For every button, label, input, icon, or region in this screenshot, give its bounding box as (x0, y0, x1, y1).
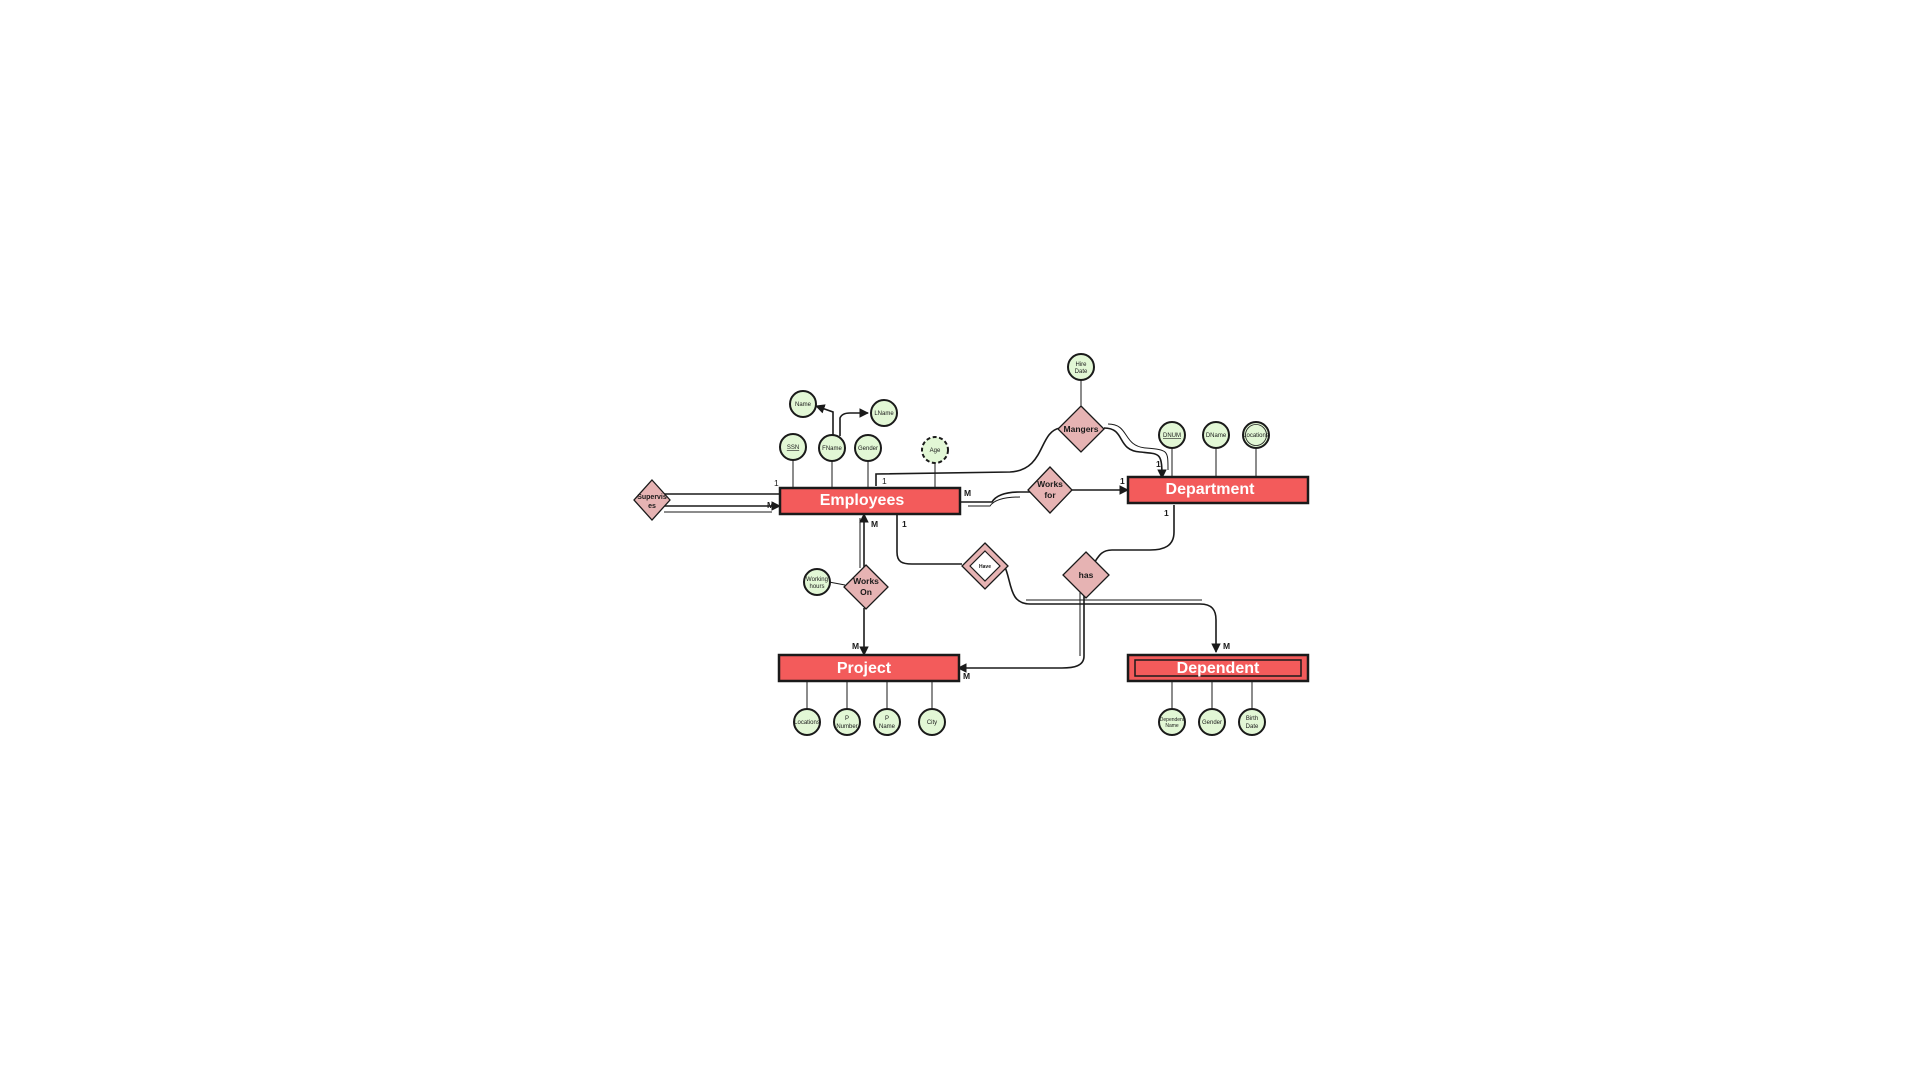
rel-mangers[interactable]: Mangers (1057, 405, 1105, 453)
attr-ssn: SSN (779, 433, 807, 461)
rel-works-on[interactable]: Works On (843, 564, 889, 610)
card-works-on-proj: M (852, 641, 859, 651)
card-mangers-emp: 1 (882, 476, 887, 486)
card-has-dept: 1 (1164, 508, 1169, 518)
svg-text:Gender: Gender (1202, 720, 1222, 726)
attr-dependent-name: Dependent Name (1158, 708, 1186, 736)
entity-employees[interactable]: Employees (778, 486, 962, 516)
attr-birth-date: Birth Date (1238, 708, 1266, 736)
rel-works-on-label-1: Works (853, 576, 879, 586)
card-mangers-dept: 1 (1156, 459, 1161, 469)
rel-supervises-label-1: Supervis (637, 494, 667, 501)
svg-text:Birth: Birth (1246, 716, 1258, 722)
attr-name: Name (789, 390, 817, 418)
mangers-dept-connector (1103, 427, 1167, 479)
attr-dname: DName (1202, 421, 1230, 449)
card-works-for-dept: 1 (1120, 476, 1125, 486)
attr-working-hours: Working hours (803, 568, 831, 596)
svg-text:FName: FName (822, 446, 842, 452)
rel-mangers-label: Mangers (1064, 424, 1099, 434)
svg-text:Working: Working (806, 577, 828, 583)
svg-text:hours: hours (809, 584, 824, 590)
have-emp-connector (896, 514, 962, 565)
svg-text:Locations: Locations (794, 720, 820, 726)
works-for-double-line (968, 496, 1021, 507)
has-proj-connector (957, 590, 1085, 673)
svg-text:Hire: Hire (1075, 362, 1087, 368)
svg-text:Name: Name (795, 402, 812, 408)
rel-works-on-label-2: On (860, 587, 872, 597)
svg-text:Locations: Locations (1243, 433, 1269, 439)
mangers-emp-connector (875, 427, 1062, 486)
attr-fname: FName (818, 434, 846, 462)
attr-p-name: P Name (873, 708, 901, 736)
have-dependent-connector (1003, 564, 1221, 653)
rel-has-label: has (1079, 570, 1094, 580)
attribute-stems (792, 379, 1257, 710)
entity-dependent-label: Dependent (1177, 660, 1260, 677)
attr-dept-locations: Locations (1242, 421, 1270, 449)
connectors (664, 423, 1221, 673)
rel-works-for-label-1: Works (1037, 479, 1063, 489)
svg-text:Name: Name (879, 724, 896, 730)
svg-text:Date: Date (1246, 724, 1259, 730)
attr-project-locations: Locations (793, 708, 821, 736)
attr-hire-date: Hire Date (1067, 353, 1095, 381)
svg-text:Dependent: Dependent (1160, 717, 1185, 723)
rel-works-for[interactable]: Works for (1027, 466, 1073, 514)
card-works-on-emp: M (871, 519, 878, 529)
svg-text:DName: DName (1206, 433, 1227, 439)
supervises-top-connector (664, 493, 783, 506)
rel-have-label: Have (979, 564, 991, 570)
cardinalities: 1 M 1 1 M 1 M M 1 M 1 M (767, 459, 1230, 681)
rel-has[interactable]: has (1062, 551, 1110, 599)
svg-text:Date: Date (1075, 369, 1088, 375)
attr-gender-employee: Gender (854, 434, 882, 462)
svg-text:SSN: SSN (787, 445, 799, 451)
svg-text:Number: Number (836, 724, 857, 730)
rel-works-for-label-2: for (1044, 490, 1056, 500)
attr-p-number: P Number (833, 708, 861, 736)
svg-text:Age: Age (930, 448, 941, 454)
card-supervises-many: M (767, 500, 774, 510)
card-dependent-many: M (1223, 641, 1230, 651)
has-dept-connector (1091, 505, 1175, 567)
entity-employees-label: Employees (820, 492, 905, 509)
entity-project[interactable]: Project (777, 653, 961, 683)
svg-text:Name: Name (1165, 723, 1179, 729)
rel-supervises[interactable]: Supervis es (633, 479, 671, 521)
svg-text:P: P (845, 716, 849, 722)
card-has-proj: M (963, 671, 970, 681)
works-for-emp-connector (957, 491, 1030, 503)
attr-city: City (918, 708, 946, 736)
entity-dependent[interactable]: Dependent (1126, 653, 1310, 683)
attr-lname: LName (870, 399, 898, 427)
entity-project-label: Project (837, 660, 892, 677)
entity-department[interactable]: Department (1126, 475, 1310, 505)
card-have-emp: 1 (902, 519, 907, 529)
entity-department-label: Department (1166, 481, 1256, 498)
svg-text:P: P (885, 716, 889, 722)
svg-text:City: City (927, 720, 937, 726)
mangers-double-line (1107, 423, 1169, 471)
svg-text:DNUM: DNUM (1163, 433, 1181, 439)
svg-text:LName: LName (874, 411, 894, 417)
svg-text:Gender: Gender (858, 446, 878, 452)
card-works-for-emp: M (964, 488, 971, 498)
attr-dnum: DNUM (1158, 421, 1186, 449)
rel-have[interactable]: Have (961, 542, 1009, 590)
card-supervises-one: 1 (774, 478, 779, 488)
attr-dependent-gender: Gender (1198, 708, 1226, 736)
rel-supervises-label-2: es (648, 503, 656, 510)
attr-age: Age (921, 436, 949, 464)
